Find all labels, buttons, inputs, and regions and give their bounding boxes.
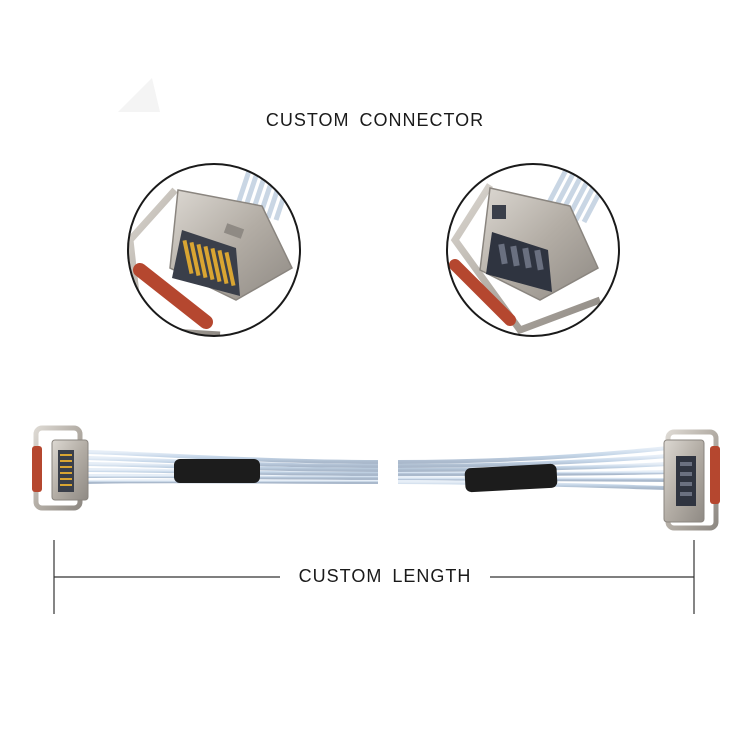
left-connector-closeup <box>127 163 301 337</box>
right-sleeve <box>464 463 558 493</box>
left-sleeve <box>174 459 260 483</box>
right-cable-assembly <box>397 429 720 531</box>
right-connector-closeup <box>446 163 620 337</box>
length-label: CUSTOM LENGTH <box>280 566 490 587</box>
left-cable-assembly <box>32 425 379 511</box>
page-title: CUSTOM CONNECTOR <box>265 110 485 130</box>
background-shape <box>118 78 160 112</box>
